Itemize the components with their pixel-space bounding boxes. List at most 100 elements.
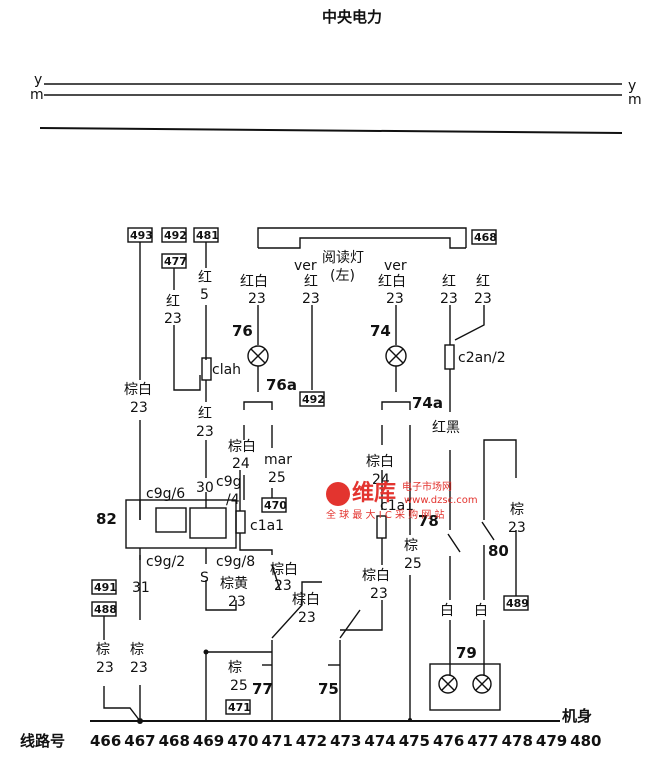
wire-474-low xyxy=(340,600,383,631)
line-number: 470 xyxy=(227,732,258,750)
switch-78 xyxy=(447,533,461,553)
wire-label-color: 棕 xyxy=(96,642,110,658)
line-number: 477 xyxy=(467,732,498,750)
wire-label-gauge: 23 xyxy=(248,291,266,307)
wire-label-color: 红 xyxy=(166,294,180,310)
wire-471-mid xyxy=(271,564,281,591)
connector-clah xyxy=(201,357,212,381)
relay-switch xyxy=(189,507,227,539)
ref-box-493 xyxy=(127,227,153,243)
component-number: 80 xyxy=(488,542,509,560)
wire-label-gauge: 24 xyxy=(372,472,390,488)
line-number: 469 xyxy=(193,732,224,750)
bus-label-y-left: y xyxy=(34,72,42,88)
junction-475 xyxy=(408,718,412,722)
line-number: 466 xyxy=(90,732,121,750)
wire-489-loop xyxy=(483,439,517,495)
junction-469 xyxy=(203,649,209,655)
bus-line-main xyxy=(39,127,623,134)
connector-label: c2an/2 xyxy=(458,350,506,366)
wire-477-top xyxy=(454,305,485,341)
ref-492-mid: 492 xyxy=(302,393,325,406)
component-number: 76 xyxy=(232,322,253,340)
lamp-79-right xyxy=(472,674,492,694)
component-number: 77 xyxy=(252,680,273,698)
wire-label-color: 白 xyxy=(474,603,488,619)
ref-492-top: 492 xyxy=(164,229,187,242)
watermark-tagline: 电子市场网 xyxy=(402,480,452,493)
ref-box-492-top xyxy=(161,227,187,243)
wire-s-out xyxy=(205,580,237,611)
connector-label: c1a1 xyxy=(380,498,414,514)
switch-77-arm xyxy=(271,581,322,639)
connector-label: c9g/8 xyxy=(216,554,255,570)
wire-label-gauge: 23 xyxy=(274,578,292,594)
ref-box-477 xyxy=(161,253,187,269)
wire-label-gauge: 23 xyxy=(302,291,320,307)
wire-label-gauge: 23 xyxy=(386,291,404,307)
line-number: 476 xyxy=(433,732,464,750)
wire-label-color: 棕 xyxy=(510,502,524,518)
wire-label-color: 棕白 xyxy=(292,592,320,608)
relay-coil xyxy=(155,507,187,533)
connector-label: c9g xyxy=(216,474,242,490)
component-number: 75 xyxy=(318,680,339,698)
connector-label: /4 xyxy=(226,492,240,508)
ver-label-left: ver xyxy=(294,258,317,274)
switch-76a xyxy=(243,401,273,410)
component-number: 78 xyxy=(418,512,439,530)
bus-label-m-right: m xyxy=(628,92,642,108)
ground-junction xyxy=(137,718,143,724)
wire-label-gauge: 5 xyxy=(200,287,209,303)
switch-74a xyxy=(381,401,411,410)
wire-label-color: mar xyxy=(264,452,292,468)
wire-label-color: 棕 xyxy=(130,642,144,658)
ref-488: 488 xyxy=(94,603,117,616)
reading-lamp-housing xyxy=(257,227,467,248)
watermark-slogan: 全 球 最 大 I C 采 购 网 站 xyxy=(326,508,445,521)
line-number: 475 xyxy=(399,732,430,750)
ref-481: 481 xyxy=(196,229,219,242)
wire-label-gauge: 23 xyxy=(508,520,526,536)
ref-493: 493 xyxy=(130,229,153,242)
connector-label: c9g/2 xyxy=(146,554,185,570)
wire-label-gauge: 25 xyxy=(404,556,422,572)
wire-label-color: 白 xyxy=(440,603,454,619)
wire-label-gauge: 23 xyxy=(474,291,492,307)
wire-label-color: 红白 xyxy=(378,274,406,290)
lamp-79-right-x2 xyxy=(475,677,489,691)
line-number: 473 xyxy=(330,732,361,750)
reading-lamp-label: 阅读灯 xyxy=(322,249,364,266)
wire-label-color: 红 xyxy=(198,270,212,286)
wire-label-color: 红黑 xyxy=(432,420,460,436)
line-number: 468 xyxy=(159,732,190,750)
ref-box-489 xyxy=(503,595,529,611)
component-number: 82 xyxy=(96,510,117,528)
wire-label-color: 红 xyxy=(476,274,490,290)
connector-c1a1-left xyxy=(235,510,246,534)
connector-c2an xyxy=(444,344,455,370)
wire-label-gauge: 23 xyxy=(370,586,388,602)
pin-label: 31 xyxy=(132,580,150,596)
component-number: 76a xyxy=(266,376,297,394)
wire-label-color: 棕白 xyxy=(362,568,390,584)
wire-label-gauge: 23 xyxy=(130,660,148,676)
ref-box-492-mid xyxy=(299,391,325,407)
wire-label-color: 棕 xyxy=(404,538,418,554)
wire-label-gauge: 25 xyxy=(230,678,248,694)
ref-box-471 xyxy=(225,699,251,715)
ref-477: 477 xyxy=(164,255,187,268)
bus-label-y-right: y xyxy=(628,78,636,94)
wire-label-gauge: 23 xyxy=(164,311,182,327)
ver-label-right: ver xyxy=(384,258,407,274)
line-number-label: 线路号 xyxy=(20,732,65,750)
wire-label-gauge: 23 xyxy=(228,594,246,610)
line-number: 474 xyxy=(364,732,395,750)
wire-label-color: 棕白 xyxy=(124,382,152,398)
watermark-logo-icon xyxy=(326,482,350,506)
lamp-79-left xyxy=(438,674,458,694)
wire-label-color: 红 xyxy=(198,406,212,422)
bus-label-m-left: m xyxy=(30,87,44,103)
